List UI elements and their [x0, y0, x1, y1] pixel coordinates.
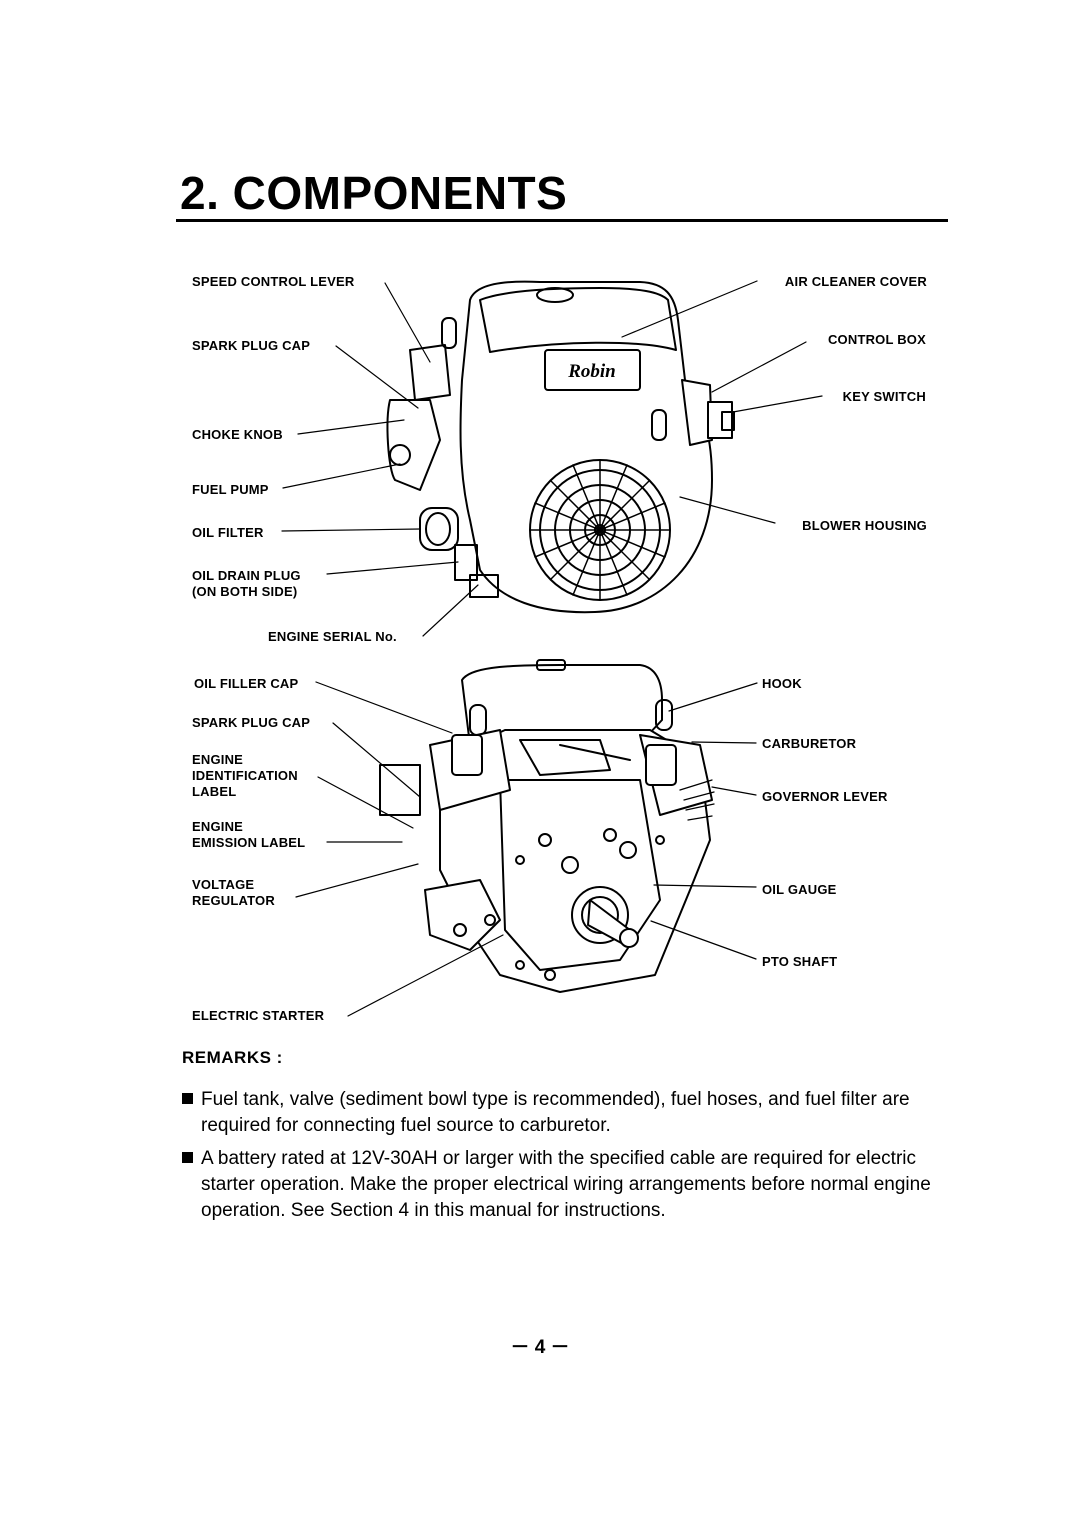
label-engine-id-line1: ENGINE — [192, 752, 244, 767]
label-oil-filler-cap: OIL FILLER CAP — [194, 676, 299, 691]
label-fuel-pump: FUEL PUMP — [192, 482, 269, 497]
label-engine-id-line3: LABEL — [192, 784, 237, 799]
label-carburetor: CARBURETOR — [762, 736, 857, 751]
remark-item: A battery rated at 12V-30AH or larger wi… — [182, 1146, 942, 1224]
label-engine-id-line2: IDENTIFICATION — [192, 768, 298, 783]
label-key-switch: KEY SWITCH — [842, 389, 926, 404]
label-control-box: CONTROL BOX — [827, 332, 926, 347]
remark-text: A battery rated at 12V-30AH or larger wi… — [201, 1148, 931, 1221]
robin-logo: Robin — [567, 361, 616, 382]
label-spark-plug-cap-upper: SPARK PLUG CAP — [192, 338, 311, 353]
label-voltage-regulator-line1: VOLTAGE — [192, 877, 255, 892]
label-oil-drain-plug-note: (ON BOTH SIDE) — [192, 584, 298, 599]
label-oil-filter: OIL FILTER — [192, 525, 264, 540]
label-choke-knob: CHOKE KNOB — [192, 427, 283, 442]
lower-leader-lines — [295, 681, 758, 1017]
title-underline — [176, 219, 948, 222]
remark-item: Fuel tank, valve (sediment bowl type is … — [182, 1087, 942, 1139]
remark-text: Fuel tank, valve (sediment bowl type is … — [201, 1089, 910, 1136]
label-pto-shaft: PTO SHAFT — [762, 954, 838, 969]
label-hook: HOOK — [762, 676, 802, 691]
label-electric-starter: ELECTRIC STARTER — [192, 1008, 325, 1023]
label-blower-housing: BLOWER HOUSING — [802, 518, 927, 533]
label-engine-serial: ENGINE SERIAL No. — [268, 629, 397, 644]
label-engine-emission-line1: ENGINE — [192, 819, 244, 834]
label-air-cleaner-cover: AIR CLEANER COVER — [784, 274, 927, 289]
square-bullet-icon — [182, 1152, 193, 1163]
section-title: 2. COMPONENTS — [180, 167, 568, 219]
remarks-heading: REMARKS : — [182, 1048, 283, 1067]
square-bullet-icon — [182, 1093, 193, 1104]
label-voltage-regulator-line2: REGULATOR — [192, 893, 275, 908]
label-speed-control-lever: SPEED CONTROL LEVER — [192, 274, 355, 289]
label-governor-lever: GOVERNOR LEVER — [762, 789, 888, 804]
label-oil-drain-plug: OIL DRAIN PLUG — [192, 568, 301, 583]
label-oil-gauge: OIL GAUGE — [762, 882, 837, 897]
lower-engine-illustration — [379, 659, 715, 993]
upper-leader-lines — [281, 280, 823, 637]
label-spark-plug-cap-lower: SPARK PLUG CAP — [192, 715, 311, 730]
label-engine-emission-line2: EMISSION LABEL — [192, 835, 306, 850]
upper-engine-illustration: Robin — [386, 280, 735, 614]
page-number: － 4 － — [510, 1337, 570, 1358]
